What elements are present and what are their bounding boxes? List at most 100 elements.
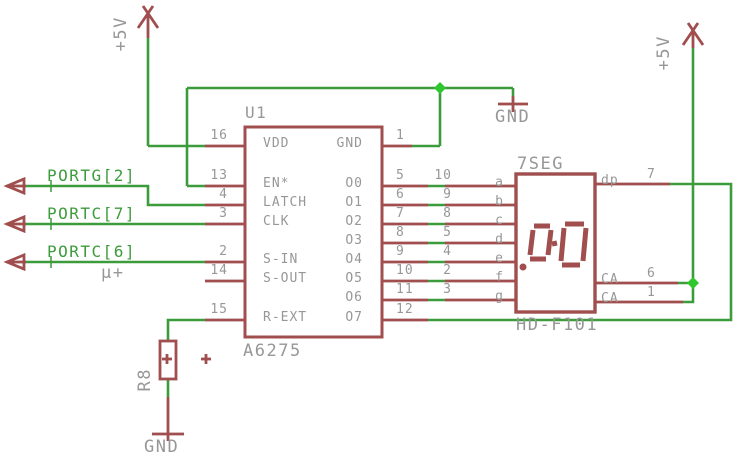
input-arrow-icon xyxy=(3,252,26,272)
resistor-body xyxy=(158,339,178,381)
display-pin-name: dp xyxy=(601,173,619,188)
ic-pin-number: 14 xyxy=(210,263,228,278)
display-segment-label: a xyxy=(495,175,504,190)
resistor-symbol-r8[interactable] xyxy=(158,339,211,381)
display-pin-number: 7 xyxy=(647,167,656,182)
ic-pin-name: LATCH xyxy=(263,195,308,210)
ic-pin-name: O6 xyxy=(345,290,363,305)
net-portg2-wire xyxy=(26,184,205,207)
display-pin-number: 4 xyxy=(443,244,452,259)
net-label-portc7[interactable]: PORTC[7] xyxy=(47,204,137,223)
ic-pin-number: 5 xyxy=(396,168,405,183)
ic-pin-name: O1 xyxy=(345,195,363,210)
ic-pin-name: R-EXT xyxy=(263,310,308,325)
display-pin-number: 8 xyxy=(443,206,452,221)
display-pin-number: 2 xyxy=(443,263,452,278)
junction-dot xyxy=(434,82,446,94)
input-arrow-icon xyxy=(3,214,26,234)
ic-body xyxy=(243,125,384,339)
display-pin-number: 3 xyxy=(443,282,452,297)
display-left-pin-stubs xyxy=(445,184,516,302)
net-note-label: µ+ xyxy=(101,263,125,283)
ic-pin-name: O2 xyxy=(345,214,363,229)
display-symbol-7seg[interactable] xyxy=(445,172,683,314)
ic-part-value: A6275 xyxy=(243,341,302,361)
port-arrow-portc7[interactable] xyxy=(3,214,26,234)
net-ic-gnd-pin1-wire xyxy=(412,88,442,148)
vcc-left-label: +5V xyxy=(111,16,132,52)
ic-pin-name: S-IN xyxy=(263,252,299,267)
display-right-pin-stubs xyxy=(595,182,683,304)
display-pin-name: CA xyxy=(601,291,619,306)
ic-pin-name: S-OUT xyxy=(263,271,308,286)
ic-refdes: U1 xyxy=(245,103,268,122)
ic-pin-name: CLK xyxy=(263,214,290,229)
net-rext-wire xyxy=(166,318,205,397)
ic-pin-number: 15 xyxy=(210,302,228,317)
display-segment-label: f xyxy=(495,270,504,285)
ic-pin-number: 6 xyxy=(396,187,405,202)
junction-dot xyxy=(687,277,699,289)
display-pin-number: 6 xyxy=(647,266,656,281)
vcc-symbol-left[interactable] xyxy=(136,5,160,38)
input-arrow-icon xyxy=(3,176,26,196)
ic-symbol-u1[interactable] xyxy=(205,125,428,339)
vcc-symbol-right[interactable] xyxy=(681,22,705,48)
display-refdes: 7SEG xyxy=(517,154,564,174)
display-segment-label: g xyxy=(495,289,504,304)
ic-pin-number: 13 xyxy=(210,168,228,183)
display-pin-number: 1 xyxy=(647,285,656,300)
gnd-symbol-bottom[interactable] xyxy=(152,397,184,441)
port-arrow-portc6[interactable] xyxy=(3,252,26,272)
ic-pin-number: 11 xyxy=(396,282,414,297)
seven-segment-digit-icon xyxy=(519,221,589,271)
origin-cross-icon xyxy=(162,354,172,364)
net-label-portc6[interactable]: PORTC[6] xyxy=(47,242,137,261)
ic-pin-name: VDD xyxy=(263,136,290,151)
gnd-bar-icon xyxy=(498,96,528,112)
ic-pin-name: O4 xyxy=(345,252,363,267)
display-pin-number: 10 xyxy=(434,168,452,183)
ic-pin-number: 8 xyxy=(396,225,405,240)
decimal-point-icon xyxy=(519,263,527,271)
nets xyxy=(26,38,733,397)
ic-pin-number: 4 xyxy=(219,187,228,202)
ic-pin-number: 3 xyxy=(219,206,228,221)
ic-pin-number: 7 xyxy=(396,206,405,221)
ic-right-pin-stubs xyxy=(382,144,428,322)
gnd-top-label: GND xyxy=(495,107,531,127)
ic-pin-number: 16 xyxy=(210,128,228,143)
vcc-right-label: +5V xyxy=(654,35,675,71)
ic-pin-name: O5 xyxy=(345,271,363,286)
ic-pin-number: 2 xyxy=(219,244,228,259)
net-vcc-right-wire xyxy=(678,48,695,304)
ic-pin-name: GND xyxy=(336,136,363,151)
display-pin-name: CA xyxy=(601,272,619,287)
ic-pin-name: EN* xyxy=(263,176,290,191)
origin-cross-icon xyxy=(201,354,211,364)
display-segment-label: c xyxy=(495,213,504,228)
net-label-portg2[interactable]: PORTG[2] xyxy=(47,166,137,185)
ic-pin-name: O0 xyxy=(345,176,363,191)
net-vcc-left-wire xyxy=(146,38,205,148)
vcc-arrow-icon xyxy=(681,22,705,48)
resistor-refdes: R8 xyxy=(135,368,156,392)
ic-pin-number: 1 xyxy=(396,128,405,143)
vcc-arrow-icon xyxy=(136,5,160,38)
ic-left-pin-stubs xyxy=(205,144,245,322)
port-arrow-portg2[interactable] xyxy=(3,176,26,196)
display-pin-number: 5 xyxy=(443,225,452,240)
ic-pin-number: 9 xyxy=(396,244,405,259)
display-segment-label: d xyxy=(495,232,504,247)
gnd-symbol-top[interactable] xyxy=(498,96,528,112)
ic-pin-number: 10 xyxy=(396,263,414,278)
display-part-value: HD-F101 xyxy=(516,315,599,335)
display-pin-number: 9 xyxy=(443,187,452,202)
gnd-bar-icon xyxy=(152,397,184,441)
net-gnd-rail-wire xyxy=(185,86,515,188)
ic-pin-number: 12 xyxy=(396,302,414,317)
display-segment-label: b xyxy=(495,194,504,209)
ic-pin-name: O7 xyxy=(345,310,363,325)
